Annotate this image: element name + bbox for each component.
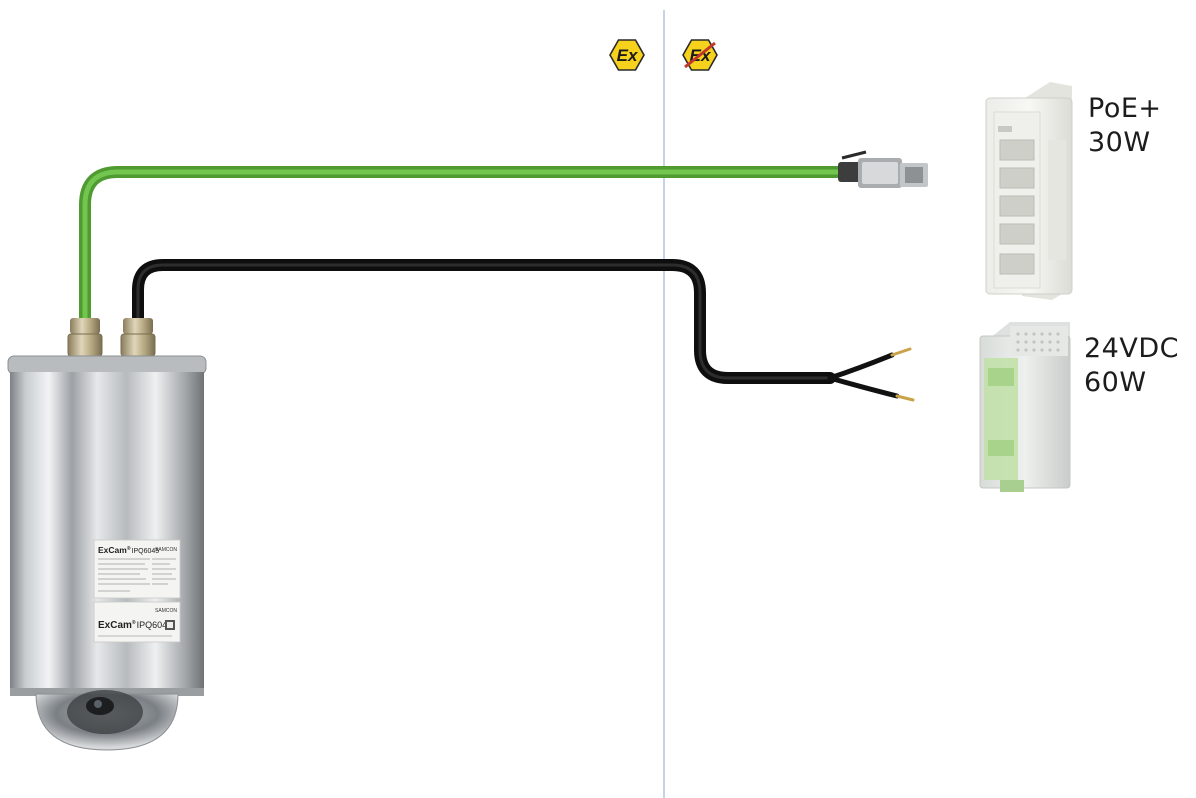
ex-hazardous-area-icon: Ex — [609, 39, 645, 71]
power-supply-label-line2: 60W — [1084, 367, 1147, 398]
cable-gland-ethernet — [67, 318, 103, 357]
svg-text:ExCam®IPQ6045: ExCam®IPQ6045 — [98, 619, 172, 631]
rj45-connector-icon — [838, 150, 928, 188]
label-upper-trademark: ® — [127, 545, 131, 552]
power-cable — [132, 259, 836, 384]
label-lower-company: SAMCON — [155, 608, 177, 614]
excam-camera: ExCam®IPQ6045 SAMCON SAMCON ExCam®IPQ604… — [7, 355, 207, 751]
poe-switch-label-line1: PoE+ — [1088, 93, 1162, 124]
power-supply-label: 24VDC 60W — [1084, 332, 1179, 400]
svg-text:ExCam®IPQ6045: ExCam®IPQ6045 — [98, 545, 159, 555]
label-upper-company: SAMCON — [155, 547, 177, 553]
label-lower-model: IPQ6045 — [137, 620, 173, 630]
ex-safe-area-icon: Ex — [682, 39, 718, 71]
ethernet-cable — [79, 166, 851, 324]
cable-gland-power — [120, 318, 156, 357]
poe-switch — [985, 82, 1073, 300]
product-label-lower: SAMCON ExCam®IPQ6045 — [93, 601, 181, 643]
label-lower-trademark: ® — [132, 619, 136, 626]
label-lower-brand: ExCam — [98, 620, 132, 631]
poe-switch-label: PoE+ 30W — [1088, 92, 1162, 160]
power-supply-unit — [979, 322, 1071, 492]
power-wire-negative — [827, 375, 900, 399]
power-supply-label-line1: 24VDC — [1084, 333, 1179, 364]
power-wire-positive — [827, 352, 895, 381]
ex-hazardous-symbol: Ex — [617, 46, 639, 65]
poe-switch-label-line2: 30W — [1088, 127, 1151, 158]
label-upper-model: IPQ6045 — [132, 548, 160, 555]
product-label-upper: ExCam®IPQ6045 SAMCON — [93, 539, 181, 599]
label-upper-brand: ExCam — [98, 545, 127, 555]
